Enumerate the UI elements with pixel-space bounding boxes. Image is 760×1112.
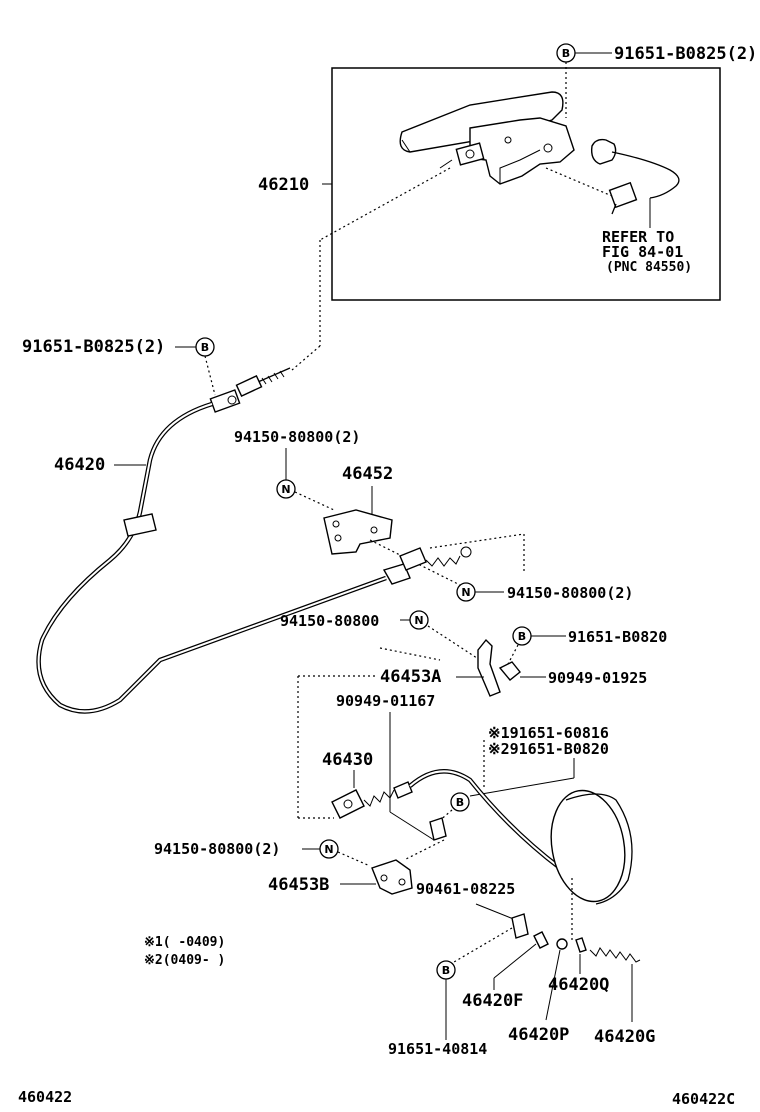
figure-code-right: 460422C xyxy=(672,1090,735,1108)
figure-code-left: 460422 xyxy=(18,1088,72,1106)
label-46430: 46430 xyxy=(322,750,373,770)
bracket-46452 xyxy=(323,509,393,555)
note-1: ※1( -0409) xyxy=(144,935,225,950)
label-alt-1: ※191651-60816 xyxy=(488,724,609,742)
equalizer-spring xyxy=(382,546,472,585)
bracket-46453b xyxy=(371,859,413,895)
part-46420p xyxy=(556,938,568,950)
label-90949-01925: 90949-01925 xyxy=(548,669,647,687)
label-46453a: 46453A xyxy=(380,667,441,687)
part-46420f xyxy=(533,931,549,949)
note-2: ※2(0409- ) xyxy=(144,953,225,968)
label-pnc-84550: (PNC 84550) xyxy=(606,260,692,275)
marker-n-2-text: N xyxy=(461,586,470,599)
marker-b-4-text: B xyxy=(456,796,464,809)
label-46452: 46452 xyxy=(342,464,393,484)
label-46420: 46420 xyxy=(54,455,105,475)
label-91651-40814: 91651-40814 xyxy=(388,1040,487,1058)
label-94150-80800-2c: 94150-80800(2) xyxy=(154,840,280,858)
marker-n-3 xyxy=(409,610,429,630)
label-alt-2: ※291651-B0820 xyxy=(488,740,609,758)
marker-b-3-text: B xyxy=(518,630,526,643)
front-cable-end xyxy=(209,367,291,413)
marker-b-5-text: B xyxy=(442,964,450,977)
label-91651-b0825-left: 91651-B0825(2) xyxy=(22,337,165,357)
label-46420g: 46420G xyxy=(594,1027,655,1047)
label-91651-b0820: 91651-B0820 xyxy=(568,628,667,646)
cable-46420 xyxy=(36,401,387,714)
bracket-46453a xyxy=(477,638,521,697)
marker-n-1 xyxy=(276,479,296,499)
clip-90461 xyxy=(511,913,529,939)
label-46453b: 46453B xyxy=(268,875,329,895)
marker-b-top-text: B xyxy=(562,47,570,60)
label-91651-b0825-top: 91651-B0825(2) xyxy=(614,44,757,64)
label-46420f: 46420F xyxy=(462,991,523,1011)
marker-n-4-text: N xyxy=(324,843,333,856)
brake-drum xyxy=(550,789,633,905)
marker-b-4 xyxy=(450,792,470,812)
label-46210: 46210 xyxy=(258,175,309,195)
marker-n-1-text: N xyxy=(281,483,290,496)
rear-cable-46430 xyxy=(331,769,601,897)
label-94150-80800: 94150-80800 xyxy=(280,612,379,630)
marker-n-3-text: N xyxy=(414,614,423,627)
spring-46420g xyxy=(589,947,641,963)
label-90461-08225: 90461-08225 xyxy=(416,880,515,898)
label-fig-84-01: FIG 84-01 xyxy=(602,243,683,261)
label-refer-to: REFER TO xyxy=(602,228,674,246)
label-94150-80800-2b: 94150-80800(2) xyxy=(507,584,633,602)
label-46420p: 46420P xyxy=(508,1025,569,1045)
brake-switch xyxy=(545,138,680,228)
label-94150-80800-2a: 94150-80800(2) xyxy=(234,428,360,446)
label-46420q: 46420Q xyxy=(548,975,609,995)
marker-b-left-text: B xyxy=(201,341,209,354)
label-90949-01167: 90949-01167 xyxy=(336,692,435,710)
part-46420q xyxy=(575,937,587,953)
parking-brake-lever xyxy=(399,91,575,185)
marker-n-4 xyxy=(319,839,339,859)
